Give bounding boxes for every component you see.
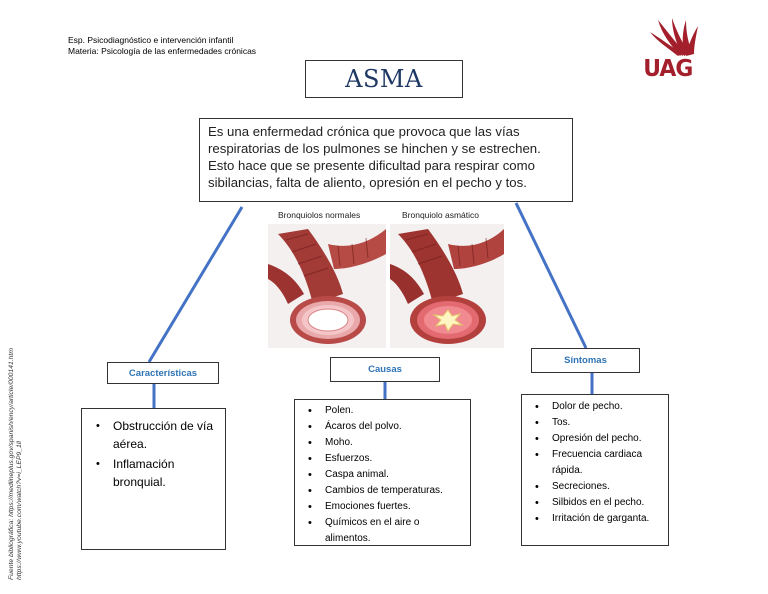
list-item: Cambios de temperaturas. — [308, 483, 466, 499]
header-subject-line2: Materia: Psicología de las enfermedades … — [68, 46, 257, 56]
list-item: Secreciones. — [535, 479, 664, 495]
caracteristicas-list: Obstrucción de vía aérea. Inflamación br… — [81, 408, 226, 550]
source-line2: https://www.youtube.com/watch?v=i_LEP9_1… — [16, 441, 23, 580]
header-subject-line1: Esp. Psicodiagnóstico e intervención inf… — [68, 35, 234, 45]
list-item: Químicos en el aire o alimentos. — [308, 515, 466, 547]
connector-caracteristicas — [147, 206, 244, 363]
causas-list: Polen. Ácaros del polvo. Moho. Esfuerzos… — [294, 399, 471, 546]
asthmatic-bronchiole-label: Bronquiolo asmático — [402, 210, 480, 220]
list-item: Polen. — [308, 403, 466, 419]
normal-bronchiole-label: Bronquiolos normales — [278, 210, 361, 220]
uag-logo: UAG — [640, 16, 704, 84]
list-item: Moho. — [308, 435, 466, 451]
uag-wing-icon — [650, 18, 698, 56]
list-item: Opresión del pecho. — [535, 431, 664, 447]
list-item: Silbidos en el pecho. — [535, 495, 664, 511]
list-item: Irritación de garganta. — [535, 511, 664, 527]
causas-label: Causas — [330, 357, 440, 382]
normal-bronchiole-illustration — [268, 224, 386, 348]
sintomas-label: Síntomas — [531, 348, 640, 373]
sintomas-list: Dolor de pecho. Tos. Opresión del pecho.… — [521, 394, 669, 546]
logo-text: UAG — [643, 56, 693, 82]
list-item: Dolor de pecho. — [535, 399, 664, 415]
list-item: Esfuerzos. — [308, 451, 466, 467]
list-item: Emociones fuertes. — [308, 499, 466, 515]
asthmatic-bronchiole-illustration — [390, 224, 504, 348]
connector-sintomas — [514, 202, 588, 349]
list-item: Caspa animal. — [308, 467, 466, 483]
bibliography-source: Fuente bibliográfica: https://medlineplu… — [8, 348, 24, 580]
caracteristicas-label: Características — [107, 362, 219, 384]
list-item: Frecuencia cardiaca rápida. — [535, 447, 664, 479]
list-item: Inflamación bronquial. — [96, 455, 219, 491]
list-item: Tos. — [535, 415, 664, 431]
list-item: Obstrucción de vía aérea. — [96, 417, 219, 453]
list-item: Ácaros del polvo. — [308, 419, 466, 435]
definition-box: Es una enfermedad crónica que provoca qu… — [199, 118, 573, 202]
source-line1: Fuente bibliográfica: https://medlineplu… — [8, 348, 15, 580]
page-title: ASMA — [305, 60, 463, 98]
